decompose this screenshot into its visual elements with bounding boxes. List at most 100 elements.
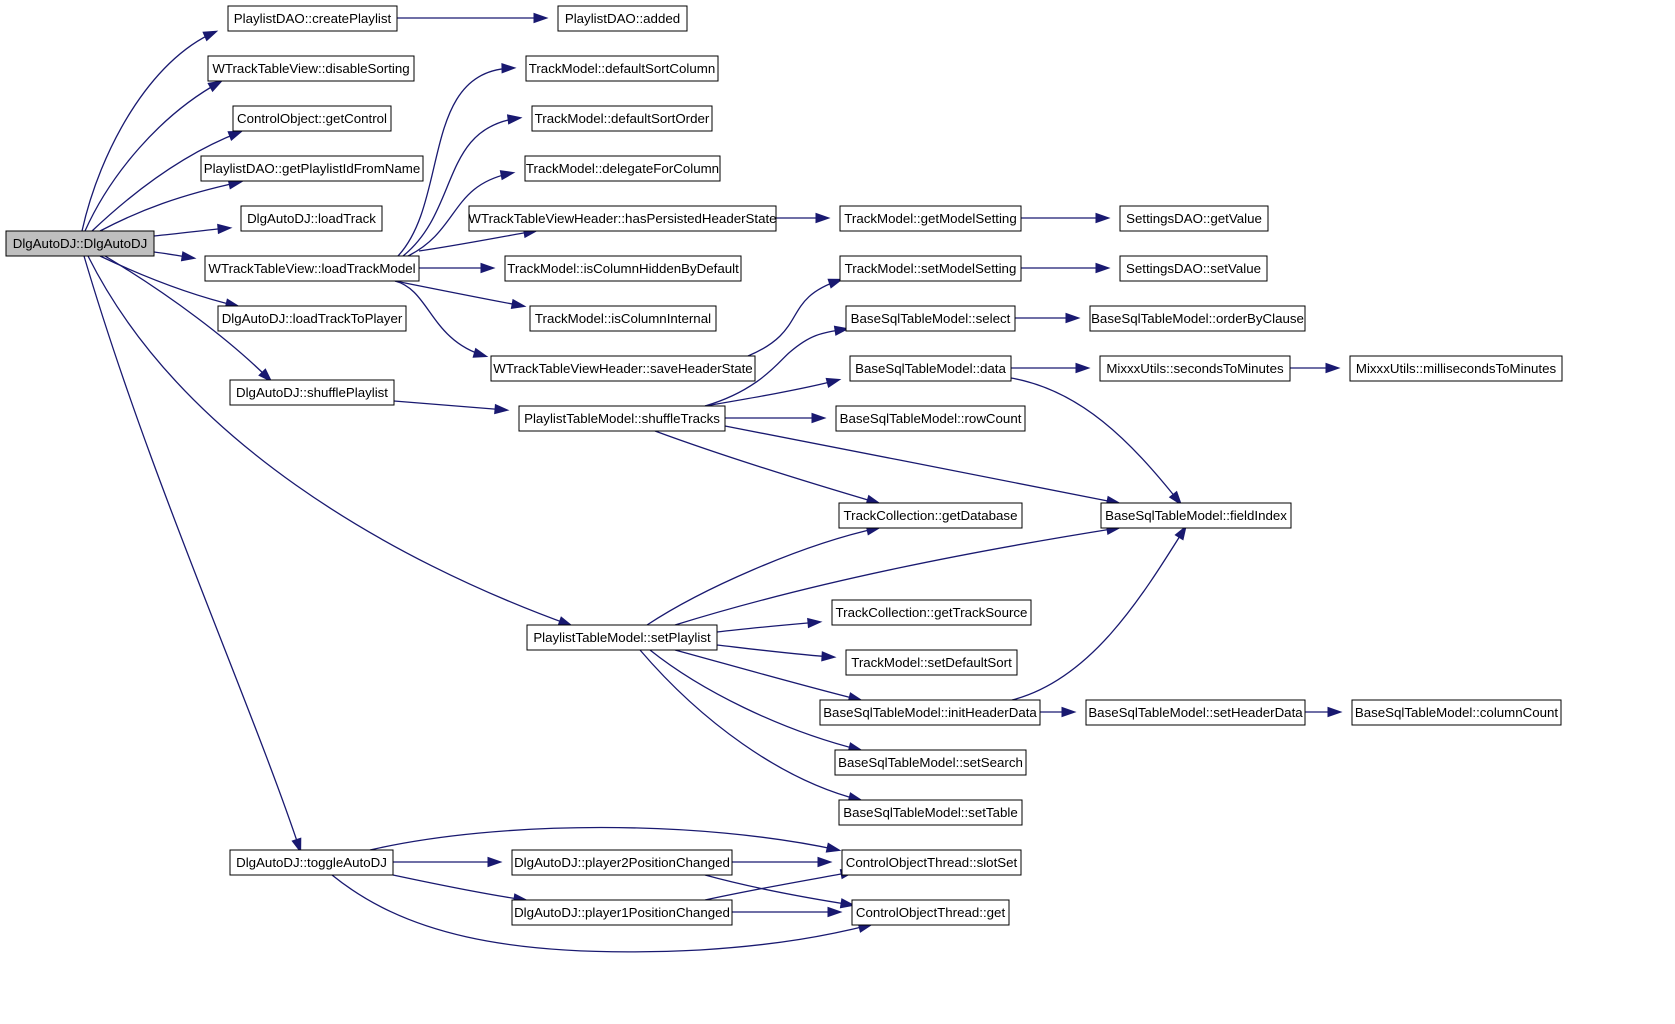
node-label: BaseSqlTableModel::fieldIndex [1105, 508, 1287, 523]
node-label: MixxxUtils::secondsToMinutes [1106, 361, 1284, 376]
node-box [1089, 305, 1306, 332]
node-defaultSortColumn[interactable]: TrackModel::defaultSortColumn [525, 55, 719, 82]
node-fieldIndex[interactable]: BaseSqlTableModel::fieldIndex [1100, 502, 1292, 529]
node-box [524, 155, 721, 182]
node-label: TrackCollection::getTrackSource [836, 605, 1028, 620]
edge-root-to-disableSorting [84, 80, 224, 232]
node-box [200, 155, 424, 182]
node-label: TrackModel::defaultSortOrder [535, 111, 710, 126]
node-getPlaylistIdFromName[interactable]: PlaylistDAO::getPlaylistIdFromName [200, 155, 424, 182]
node-loadTrackModel[interactable]: WTrackTableView::loadTrackModel [204, 255, 420, 282]
node-shufflePlaylist[interactable]: DlgAutoDJ::shufflePlaylist [229, 379, 395, 406]
node-player2PositionChanged[interactable]: DlgAutoDJ::player2PositionChanged [511, 849, 733, 876]
node-delegateForColumn[interactable]: TrackModel::delegateForColumn [524, 155, 721, 182]
node-label: DlgAutoDJ::loadTrackToPlayer [222, 311, 403, 326]
node-columnCount[interactable]: BaseSqlTableModel::columnCount [1351, 699, 1562, 726]
node-isColumnInternal[interactable]: TrackModel::isColumnInternal [529, 305, 717, 332]
edge-arrowhead [825, 842, 842, 853]
node-getModelSetting[interactable]: TrackModel::getModelSetting [839, 205, 1022, 232]
node-disableSorting[interactable]: WTrackTableView::disableSorting [207, 55, 415, 82]
node-label: BaseSqlTableModel::orderByClause [1091, 311, 1304, 326]
edge-arrowhead [510, 298, 527, 310]
node-select[interactable]: BaseSqlTableModel::select [845, 305, 1016, 332]
node-box [511, 899, 733, 926]
node-isColumnHiddenByDefault[interactable]: TrackModel::isColumnHiddenByDefault [504, 255, 742, 282]
node-box [838, 799, 1023, 826]
node-loadTrackToPlayer[interactable]: DlgAutoDJ::loadTrackToPlayer [217, 305, 407, 332]
node-setPlaylist[interactable]: PlaylistTableModel::setPlaylist [526, 624, 718, 651]
node-orderByClause[interactable]: BaseSqlTableModel::orderByClause [1089, 305, 1306, 332]
edge-arrowhead [499, 170, 516, 181]
edge-arrowhead [825, 377, 842, 388]
edge-loadTrackModel-to-isColumnHiddenByDefault [419, 262, 496, 274]
edge-line [392, 874, 526, 901]
edge-arrowhead [1174, 525, 1187, 541]
node-label: PlaylistDAO::added [565, 11, 680, 26]
node-rowCount[interactable]: BaseSqlTableModel::rowCount [835, 405, 1026, 432]
node-box [511, 849, 733, 876]
node-player1PositionChanged[interactable]: DlgAutoDJ::player1PositionChanged [511, 899, 733, 926]
edge-arrowhead [1075, 362, 1091, 374]
node-saveHeaderState[interactable]: WTrackTableViewHeader::saveHeaderState [490, 355, 756, 382]
node-toggleAutoDJ[interactable]: DlgAutoDJ::toggleAutoDJ [229, 849, 394, 876]
node-secondsToMinutes[interactable]: MixxxUtils::secondsToMinutes [1099, 355, 1291, 382]
node-data[interactable]: BaseSqlTableModel::data [849, 355, 1012, 382]
node-loadTrack[interactable]: DlgAutoDJ::loadTrack [240, 205, 383, 232]
node-getControl[interactable]: ControlObject::getControl [232, 105, 392, 132]
node-setModelSetting[interactable]: TrackModel::setModelSetting [839, 255, 1022, 282]
node-box [1119, 255, 1268, 282]
edge-line [104, 255, 271, 381]
node-label: TrackModel::getModelSetting [844, 211, 1016, 226]
node-label: BaseSqlTableModel::columnCount [1355, 705, 1559, 720]
node-millisecondsToMinutes[interactable]: MixxxUtils::millisecondsToMinutes [1349, 355, 1563, 382]
node-box [834, 749, 1027, 776]
node-label: DlgAutoDJ::toggleAutoDJ [236, 855, 387, 870]
node-box [526, 624, 718, 651]
node-label: PlaylistDAO::getPlaylistIdFromName [204, 161, 421, 176]
node-label: TrackModel::setModelSetting [845, 261, 1017, 276]
node-shuffleTracks[interactable]: PlaylistTableModel::shuffleTracks [518, 405, 726, 432]
node-setDefaultSort[interactable]: TrackModel::setDefaultSort [845, 649, 1018, 676]
node-setSearch[interactable]: BaseSqlTableModel::setSearch [834, 749, 1027, 776]
node-box [819, 699, 1041, 726]
node-initHeaderData[interactable]: BaseSqlTableModel::initHeaderData [819, 699, 1041, 726]
node-box [531, 105, 713, 132]
node-get[interactable]: ControlObjectThread::get [851, 899, 1010, 926]
node-defaultSortOrder[interactable]: TrackModel::defaultSortOrder [531, 105, 713, 132]
edge-toggleAutoDJ-to-player1PositionChanged [392, 874, 529, 904]
node-label: BaseSqlTableModel::setSearch [838, 755, 1023, 770]
node-setValue[interactable]: SettingsDAO::setValue [1119, 255, 1268, 282]
node-slotSet[interactable]: ControlObjectThread::slotSet [841, 849, 1022, 876]
node-getTrackSource[interactable]: TrackCollection::getTrackSource [831, 599, 1032, 626]
node-getDatabase[interactable]: TrackCollection::getDatabase [838, 502, 1023, 529]
node-label: SettingsDAO::getValue [1126, 211, 1262, 226]
node-box [468, 205, 777, 232]
node-getValue[interactable]: SettingsDAO::getValue [1119, 205, 1269, 232]
edge-line [91, 131, 241, 232]
edge-arrowhead [472, 347, 489, 358]
node-createPlaylist[interactable]: PlaylistDAO::createPlaylist [227, 5, 398, 32]
node-hasPersistedHeaderState[interactable]: WTrackTableViewHeader::hasPersistedHeade… [468, 205, 777, 232]
edge-root-to-toggleAutoDJ [83, 255, 302, 854]
node-label: WTrackTableView::loadTrackModel [208, 261, 415, 276]
edge-line [704, 328, 847, 407]
edge-data-to-secondsToMinutes [1011, 362, 1091, 374]
edge-line [649, 649, 861, 751]
edge-arrowhead [821, 651, 837, 662]
node-setHeaderData[interactable]: BaseSqlTableModel::setHeaderData [1085, 699, 1306, 726]
edge-arrowhead [501, 63, 517, 74]
call-graph-edges [81, 12, 1343, 953]
node-root[interactable]: DlgAutoDJ::DlgAutoDJ [5, 230, 155, 257]
edge-arrowhead [811, 412, 827, 424]
edge-player2PositionChanged-to-slotSet [732, 856, 833, 868]
edge-data-to-fieldIndex [1010, 377, 1183, 506]
node-setTable[interactable]: BaseSqlTableModel::setTable [838, 799, 1023, 826]
node-added[interactable]: PlaylistDAO::added [557, 5, 688, 32]
edge-hasPersistedHeaderState-to-getModelSetting [776, 212, 831, 224]
edge-toggleAutoDJ-to-slotSet [369, 826, 842, 853]
node-label: WTrackTableViewHeader::hasPersistedHeade… [468, 211, 776, 226]
node-box [207, 55, 415, 82]
edge-arrowhead [217, 223, 233, 235]
node-box [229, 849, 394, 876]
edge-line [704, 874, 853, 906]
